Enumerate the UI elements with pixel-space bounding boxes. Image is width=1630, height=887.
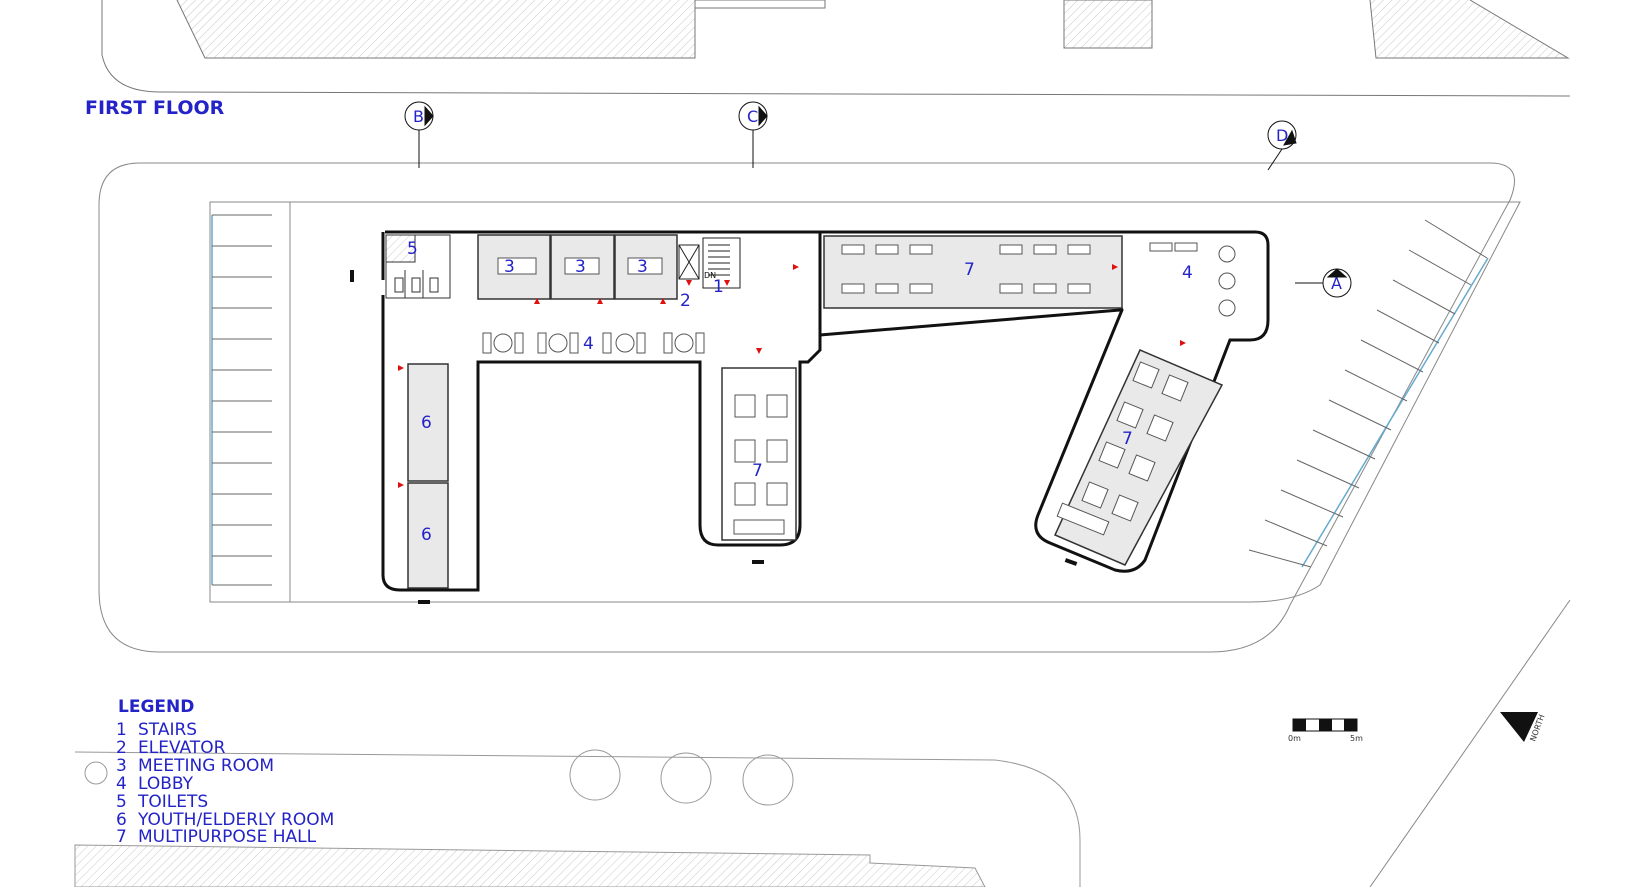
tree bbox=[84, 761, 108, 785]
legend-title: LEGEND bbox=[118, 697, 194, 717]
hall-east-tables bbox=[1056, 361, 1189, 536]
legend-num: 7 bbox=[116, 827, 127, 847]
youth-room-2 bbox=[407, 482, 449, 589]
legend-num: 4 bbox=[116, 774, 127, 794]
entrance-arrows bbox=[398, 264, 1186, 488]
context-bottom bbox=[74, 749, 1081, 887]
building-walls bbox=[381, 230, 1270, 592]
elevator-shaft bbox=[678, 244, 700, 280]
hatched-block bbox=[1369, 0, 1570, 59]
tree bbox=[660, 752, 712, 804]
room-label-elevator: 2 bbox=[680, 291, 691, 311]
north-arrow: NORTH bbox=[1500, 712, 1547, 743]
room-label-lobby-west: 4 bbox=[583, 334, 594, 354]
hatched-block bbox=[74, 844, 986, 887]
north-arrow-icon bbox=[1500, 712, 1538, 742]
legend-label: MULTIPURPOSE HALL bbox=[138, 827, 317, 847]
parking-left bbox=[211, 214, 272, 586]
entry-marks bbox=[350, 270, 1078, 604]
legend-num: 3 bbox=[116, 756, 127, 776]
room-fills bbox=[407, 234, 1224, 589]
room-label-youth-2: 6 bbox=[421, 525, 432, 545]
lobby-seating bbox=[482, 332, 705, 354]
section-b-label: B bbox=[413, 107, 424, 126]
site-outline bbox=[98, 162, 1571, 887]
legend: LEGEND 1 STAIRS 2 ELEVATOR 3 MEETING ROO… bbox=[116, 697, 334, 847]
toilets bbox=[385, 234, 451, 299]
meeting-room-1 bbox=[477, 234, 551, 300]
youth-room-1 bbox=[407, 363, 449, 482]
hall-bar bbox=[819, 230, 1270, 573]
room-labels: 5 3 3 3 2 1 4 7 4 6 6 7 7 bbox=[407, 239, 1193, 545]
section-d-label: D bbox=[1276, 126, 1288, 145]
legend-label: LOBBY bbox=[138, 774, 194, 794]
room-label-youth-1: 6 bbox=[421, 413, 432, 433]
tree bbox=[742, 754, 794, 806]
legend-label: TOILETS bbox=[137, 792, 208, 812]
hatched-block bbox=[1063, 0, 1153, 49]
room-label-hall-central: 7 bbox=[752, 461, 763, 481]
section-markers bbox=[404, 101, 1352, 298]
legend-label: MEETING ROOM bbox=[138, 756, 274, 776]
room-label-stairs: 1 bbox=[713, 277, 724, 297]
legend-label: ELEVATOR bbox=[138, 738, 226, 758]
hall-north-tables bbox=[841, 244, 1091, 294]
parking-right bbox=[1248, 219, 1489, 568]
hall-central-tables bbox=[733, 394, 788, 535]
room-label-meeting-3: 3 bbox=[637, 257, 648, 277]
legend-num: 6 bbox=[116, 810, 127, 830]
context-top bbox=[101, 0, 1571, 97]
legend-label: YOUTH/ELDERLY ROOM bbox=[137, 810, 334, 830]
room-label-hall-north: 7 bbox=[964, 260, 975, 280]
stair bbox=[702, 237, 741, 289]
lobby-east-furniture bbox=[1149, 242, 1236, 317]
legend-num: 1 bbox=[116, 720, 127, 740]
legend-label: STAIRS bbox=[138, 720, 197, 740]
room-label-meeting-1: 3 bbox=[504, 257, 515, 277]
scale-bar: 0m 5m bbox=[1288, 718, 1363, 743]
scale-end: 5m bbox=[1350, 734, 1363, 743]
elevator-dn-tag: DN bbox=[704, 271, 716, 280]
tree bbox=[569, 749, 621, 801]
room-label-hall-east: 7 bbox=[1122, 429, 1133, 449]
scale-start: 0m bbox=[1288, 734, 1301, 743]
stair-elevator bbox=[678, 237, 741, 289]
drawing-title: FIRST FLOOR bbox=[85, 97, 225, 119]
meeting-tables bbox=[497, 257, 663, 275]
legend-num: 5 bbox=[116, 792, 127, 812]
legend-num: 2 bbox=[116, 738, 127, 758]
room-label-meeting-2: 3 bbox=[575, 257, 586, 277]
section-c-label: C bbox=[747, 107, 758, 126]
section-a-label: A bbox=[1331, 274, 1342, 293]
room-label-toilets: 5 bbox=[407, 239, 418, 259]
hatched-block bbox=[176, 0, 696, 59]
room-label-lobby-east: 4 bbox=[1182, 263, 1193, 283]
